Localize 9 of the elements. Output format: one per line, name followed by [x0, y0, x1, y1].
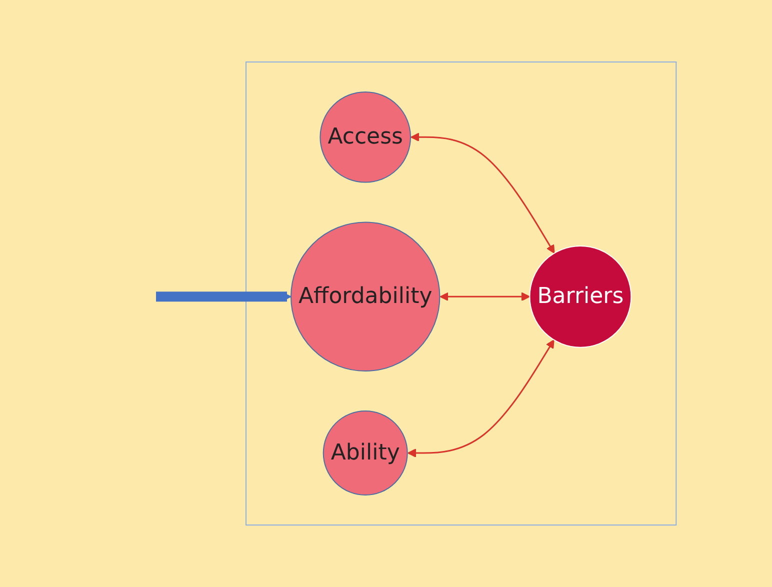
- cluster: [245, 61, 677, 526]
- node-circle: Affordability: [290, 222, 440, 372]
- node-circle: Access: [320, 91, 411, 183]
- arrow: [410, 132, 555, 254]
- node-circle: Ability: [322, 410, 408, 496]
- arrow: [407, 340, 554, 458]
- arrow: [440, 292, 530, 302]
- arrow: [156, 292, 292, 302]
- node-circle: Barriers: [529, 245, 632, 348]
